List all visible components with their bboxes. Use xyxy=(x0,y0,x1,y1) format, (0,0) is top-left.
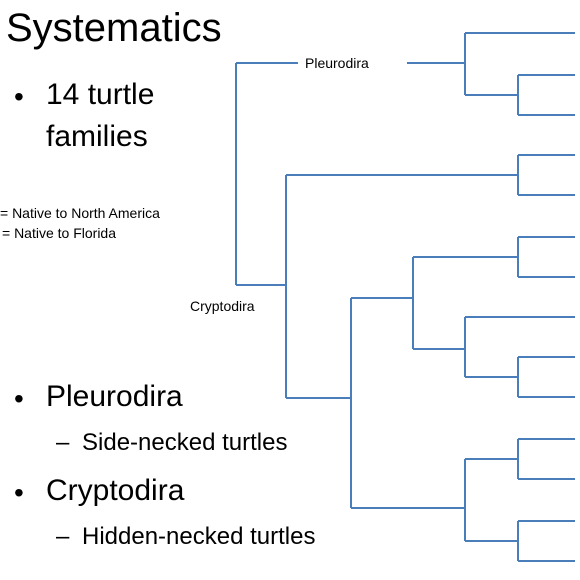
bullet-turtle-families-line2: families xyxy=(46,120,148,153)
legend-north-america: = Native to North America xyxy=(0,205,160,221)
clade-label-cryptodira: Cryptodira xyxy=(190,298,255,314)
sub-dash: – xyxy=(56,429,70,456)
bullet-turtle-families-line1: 14 turtle xyxy=(46,78,155,111)
clade-label-pleurodira: Pleurodira xyxy=(305,55,369,71)
sub-dash: – xyxy=(56,523,70,550)
bullet-dot: • xyxy=(14,477,24,508)
bullet-pleurodira: Pleurodira xyxy=(46,380,183,413)
slide-title: Systematics xyxy=(6,6,222,50)
legend-florida: = Native to Florida xyxy=(2,225,116,241)
bullet-dot: • xyxy=(14,81,24,112)
sub-side-necked: Side-necked turtles xyxy=(82,429,288,456)
bullet-dot: • xyxy=(14,383,24,414)
bullet-cryptodira: Cryptodira xyxy=(46,474,185,507)
sub-hidden-necked: Hidden-necked turtles xyxy=(82,523,316,550)
